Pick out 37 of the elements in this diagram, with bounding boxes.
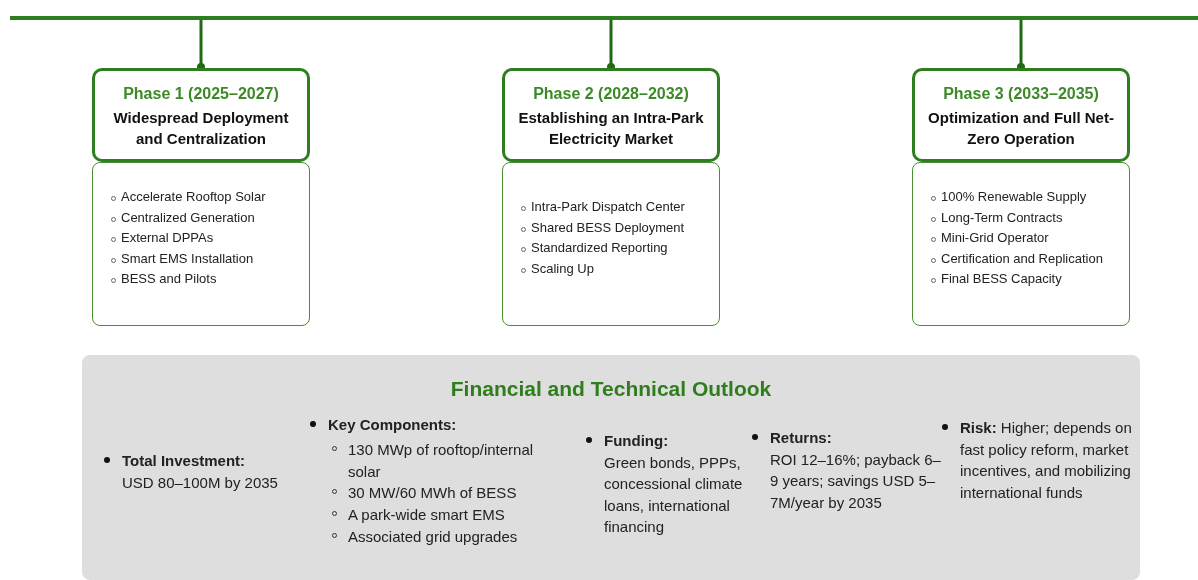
- bullet-item: Certification and Replication: [929, 248, 1129, 269]
- phase-title: Phase 2 (2028–2032): [532, 85, 690, 103]
- phase-header-card: [502, 68, 720, 162]
- timeline-bar: [10, 16, 1198, 20]
- phase-subtitle: Establishing an Intra-Park Electricity Market: [517, 108, 705, 149]
- outlook-panel: [82, 355, 1140, 580]
- bullet-item: Accelerate Rooftop Solar: [109, 187, 309, 208]
- bullet-item: Returns: ROI 12–16%; payback 6–9 years; savings USD 5–7M/year by 2035: [752, 427, 945, 513]
- bullet-item: Key Components:: [310, 414, 568, 436]
- bullet-item: Total Investment: USD 80–100M by 2035: [104, 450, 292, 493]
- bullet-item: Intra-Park Dispatch Center: [519, 197, 719, 218]
- sub-bullet-item: 30 MW/60 MWh of BESS: [330, 482, 563, 504]
- bullet-item: 100% Renewable Supply: [929, 187, 1129, 208]
- phase-header-card: [92, 68, 310, 162]
- phase-header-card: [912, 68, 1130, 162]
- phase-detail-card: [92, 162, 310, 326]
- bullet-item: Standardized Reporting: [519, 238, 719, 259]
- sub-bullet-item: Associated grid upgrades: [330, 526, 563, 548]
- phase-detail-card: [502, 162, 720, 326]
- phase-detail-card: [912, 162, 1130, 326]
- bullet-item: Smart EMS Installation: [109, 248, 309, 269]
- panel-title: Financial and Technical Outlook: [449, 377, 773, 401]
- phase-title: Phase 1 (2025–2027): [122, 85, 280, 103]
- bullet-item: External DPPAs: [109, 228, 309, 249]
- bullet-item: Long-Term Contracts: [929, 207, 1129, 228]
- sub-bullet-item: A park-wide smart EMS: [330, 504, 563, 526]
- bullet-item: Risk: Higher; depends on fast policy reform, market incentives, and mobilizing international funds: [942, 417, 1140, 503]
- sub-bullet-item: 130 MWp of rooftop/internal solar: [330, 439, 563, 482]
- bullet-item: Mini-Grid Operator: [929, 228, 1129, 249]
- bullet-item: Final BESS Capacity: [929, 269, 1129, 290]
- bullet-item: Scaling Up: [519, 258, 719, 279]
- phase-subtitle: Optimization and Full Net-Zero Operation: [927, 108, 1115, 149]
- phase-title: Phase 3 (2033–2035): [942, 85, 1100, 103]
- bullet-item: Centralized Generation: [109, 207, 309, 228]
- bullet-item: Shared BESS Deployment: [519, 217, 719, 238]
- phase-subtitle: Widespread Deployment and Centralization: [112, 108, 290, 149]
- bullet-item: BESS and Pilots: [109, 269, 309, 290]
